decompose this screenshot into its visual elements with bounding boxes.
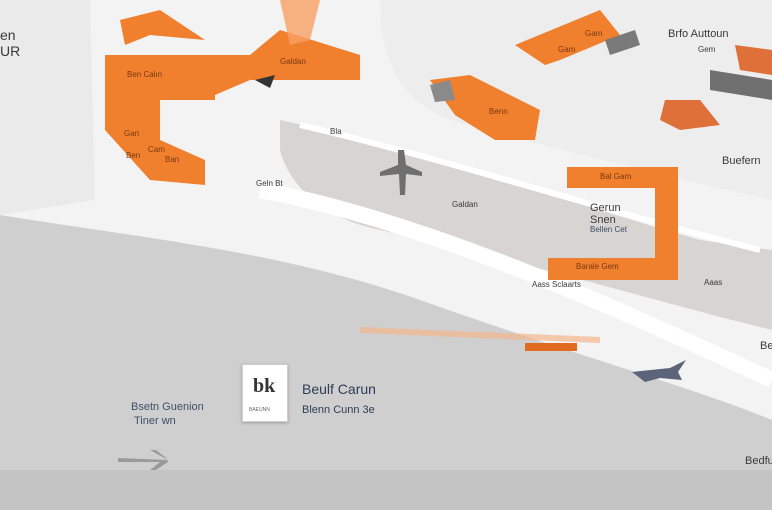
map-label-north-east-2[interactable]: Gem [698, 45, 716, 54]
airplane-icon-4 [255, 75, 275, 88]
map-label-marker-sub: Blenn Cunn 3e [302, 404, 375, 416]
map-label-west-b[interactable]: Gan [124, 129, 140, 138]
airplane-icon-3 [118, 450, 168, 470]
terminal-east-gate[interactable] [515, 10, 620, 65]
map-label-box-title-2[interactable]: Snen [590, 214, 616, 226]
map-label-north-east[interactable]: Brfo Auttoun [668, 28, 729, 40]
airplane-icon [380, 150, 422, 195]
left-shore [0, 0, 95, 215]
building-dark-3 [430, 80, 455, 102]
map-label-east-gate-2[interactable]: Gam [585, 29, 603, 38]
airplane-icon-2 [632, 360, 686, 382]
map-label-terminal-west[interactable]: Ben Calın [127, 70, 163, 79]
taxiway-north [299, 122, 761, 253]
terminal-far-east[interactable] [735, 45, 772, 75]
dock[interactable] [525, 343, 577, 351]
map-label-top-left-2: UR [0, 43, 21, 59]
water-area [0, 215, 772, 510]
map-label-east: Aaas [704, 278, 723, 287]
map-label-east-side[interactable]: Buefern [722, 155, 761, 167]
airport-logo-icon: bk [253, 375, 276, 397]
map-label-west-d[interactable]: Ben [126, 151, 141, 160]
runway [258, 182, 772, 388]
north-apron [380, 0, 772, 200]
airport-logo-caption: BAEUNN [249, 407, 270, 413]
jetty [359, 327, 601, 343]
terminal-ne-building[interactable] [660, 100, 720, 130]
map-label-box-top[interactable]: Bal Gam [600, 172, 632, 181]
map-label-box-title-3[interactable]: Bellen Cet [590, 225, 627, 234]
map-label-right-edge: Be [760, 340, 772, 352]
airport-logo-marker[interactable]: bk BAEUNN [242, 364, 288, 422]
water-deep [0, 470, 772, 510]
map-label-bottom-right: Bedfun [745, 455, 772, 467]
map-label-marker-title[interactable]: Beulf Carun [302, 381, 376, 397]
terminal-east-pier[interactable] [430, 75, 540, 140]
terminal-north-pier[interactable] [120, 10, 205, 45]
map-label-terminal-north[interactable]: Galdan [280, 57, 306, 66]
map-label-east-gate-1[interactable]: Gam [558, 45, 576, 54]
map-label-box-title-1[interactable]: Gerun [590, 202, 621, 214]
map-label-east-pier[interactable]: Benn [489, 107, 508, 116]
map-label-taxi-2: Geln Bt [256, 179, 283, 188]
map-label-left-title[interactable]: Bsetn Guenion [131, 401, 204, 413]
map-label-apron: Galdan [452, 200, 478, 209]
map-label-top-left: en [0, 27, 16, 43]
map-label-taxi-1: Bla [330, 127, 342, 136]
map-label-box-bottom[interactable]: Barale Gem [576, 262, 619, 271]
terminal-north-tip [280, 0, 320, 45]
terminal-box[interactable] [548, 167, 678, 280]
building-dark-1 [710, 70, 772, 100]
map-label-west-c[interactable]: Cam [148, 145, 165, 154]
building-dark-2 [605, 30, 640, 55]
terminal-west[interactable] [105, 30, 360, 185]
map-label-below-box: Aass Sclaarts [532, 280, 581, 289]
map-label-west-e[interactable]: Ban [165, 155, 180, 164]
map-label-left-sub: Tiner wn [134, 415, 176, 427]
